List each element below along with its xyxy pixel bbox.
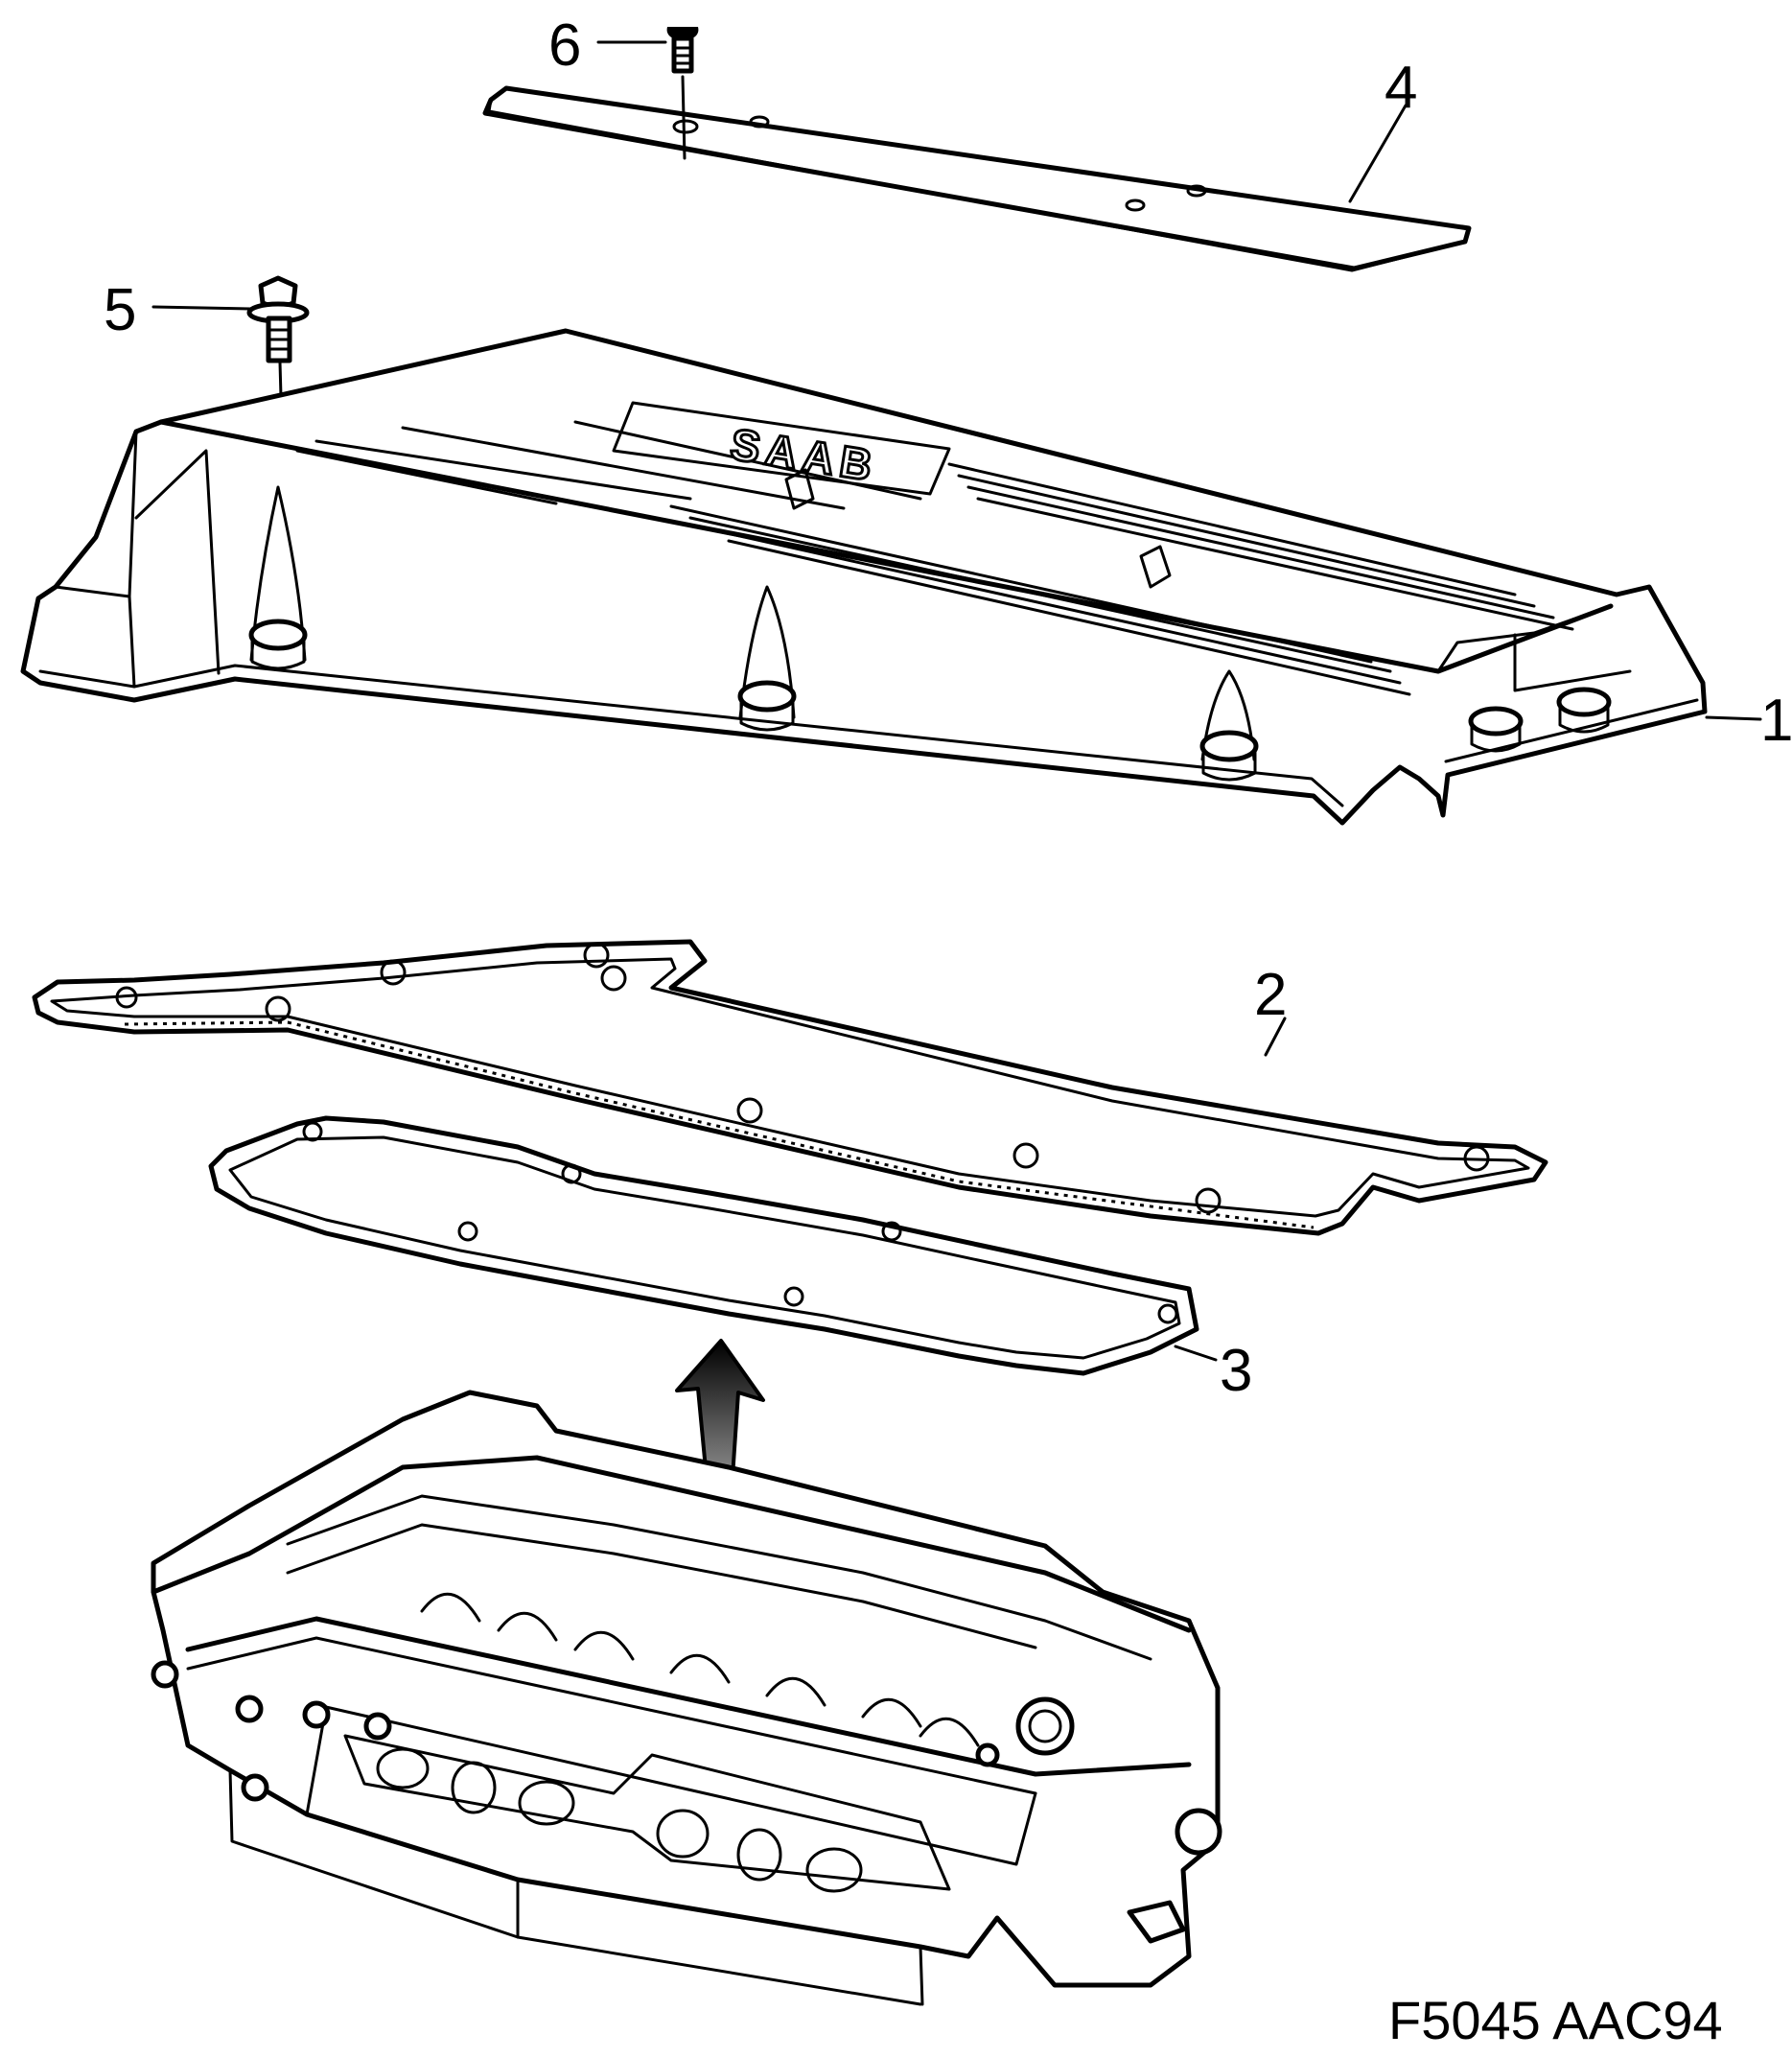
- part-6-screw: [666, 27, 699, 160]
- part-5-bolt: [246, 275, 310, 501]
- part-1-valve-cover: SAAB: [20, 328, 1708, 826]
- part-2-outer-gasket: [32, 939, 1548, 1236]
- callouts: 1 2 3 4 5 6: [104, 12, 1792, 1404]
- outer-gasket-holes: [115, 942, 1490, 1214]
- callout-3: 3: [1220, 1338, 1252, 1404]
- cover-ribs: [295, 420, 1574, 696]
- callout-6: 6: [548, 12, 581, 79]
- cam-saddles: [420, 1592, 980, 1747]
- callout-1: 1: [1760, 688, 1792, 754]
- head-side-bolts: [151, 1660, 1000, 1802]
- exhaust-ports: [343, 1734, 951, 1893]
- callout-5: 5: [104, 277, 136, 343]
- inner-gasket-holes: [302, 1121, 1178, 1324]
- part-4-cover-plate: [482, 85, 1472, 272]
- bolt-bosses: [248, 485, 1612, 782]
- leader-lines: [151, 40, 1762, 1362]
- callout-4: 4: [1385, 55, 1417, 121]
- cylinder-head: [151, 1390, 1222, 2006]
- part-3-inner-gasket: [208, 1115, 1199, 1376]
- callout-2: 2: [1254, 962, 1287, 1028]
- figure-code: F5045 AAC94: [1388, 1990, 1723, 2050]
